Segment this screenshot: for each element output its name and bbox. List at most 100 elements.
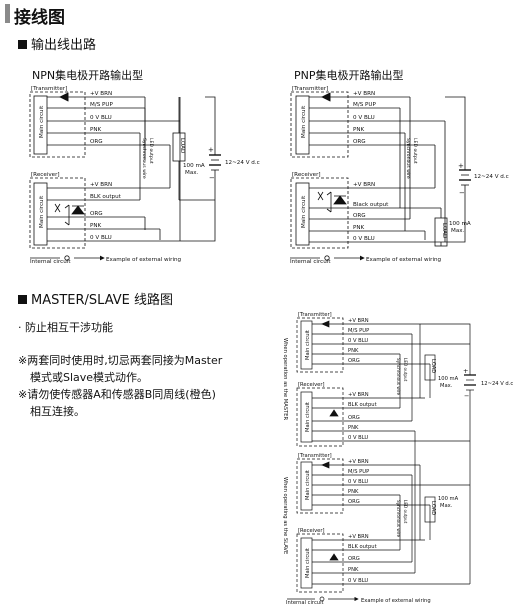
label-pnk: PNK — [348, 348, 359, 354]
label-brn: +V BRN — [348, 318, 369, 324]
label-internal: Internal circuit — [290, 259, 331, 265]
label-blu: 0 V BLU — [90, 235, 112, 241]
label-external: Example of external wiring — [366, 257, 442, 263]
label-main-circuit: Main circuit — [301, 195, 307, 228]
label-led-output: LED output — [403, 358, 408, 382]
label-transmitter: [Transmitter] — [298, 453, 332, 459]
label-org: ORG — [90, 211, 103, 217]
pnp-diagram-title: PNP集电极开路输出型 — [294, 69, 404, 82]
label-brn: +V BRN — [353, 91, 375, 97]
label-blu: 0 V BLU — [348, 435, 368, 441]
transmitter-box — [29, 91, 86, 158]
section-square-icon — [18, 295, 27, 304]
label-brn: +V BRN — [90, 182, 112, 188]
label-ms-pup: M/S PUP — [353, 102, 377, 108]
label-brn: +V BRN — [348, 534, 369, 540]
label-led-output: LED output — [403, 500, 408, 524]
note1-line2: 模式或Slave模式动作。 — [30, 371, 149, 384]
master-slave-wiring-diagram — [287, 317, 476, 602]
label-ms-pup: M/S PUP — [348, 328, 369, 334]
label-org: ORG — [348, 556, 360, 562]
label-load: LOAD — [430, 501, 436, 515]
label-receiver: [Receiver] — [298, 382, 325, 388]
label-plus: + — [463, 367, 468, 375]
label-brn: +V BRN — [353, 182, 375, 188]
label-blu: 0 V BLU — [353, 115, 375, 121]
label-org: ORG — [353, 139, 366, 145]
main-circuit-box — [33, 95, 48, 155]
label-minus: − — [209, 174, 215, 182]
label-load-spec-1: 100 mA — [449, 221, 471, 227]
label-brn: +V BRN — [348, 459, 369, 465]
npn-wiring-diagram — [29, 91, 221, 261]
feature-note: · 防止相互干涉功能 — [18, 321, 113, 334]
label-blu: 0 V BLU — [348, 338, 368, 344]
label-sync-wire: Synchronous wire — [405, 138, 411, 179]
label-receiver: [Receiver] — [31, 172, 60, 178]
output-section-title: 输出线出路 — [31, 38, 97, 53]
label-sync-wire: Synchronous wire — [396, 358, 401, 396]
label-load-spec-1: 100 mA — [183, 163, 205, 169]
main-circuit-box — [33, 182, 48, 246]
label-load-spec-2: Max. — [185, 170, 199, 176]
label-pnk: PNK — [348, 489, 359, 495]
label-minus: − — [459, 189, 465, 197]
label-main-circuit: Main circuit — [39, 195, 45, 228]
label-pnk: PNK — [348, 425, 359, 431]
output-section-heading: 输出线出路 — [18, 34, 96, 53]
note2-line1: ※请勿使传感器A和传感器B同周线(橙色) — [18, 388, 216, 401]
label-pnk: PNK — [353, 225, 365, 231]
label-led-output: LED output — [412, 138, 418, 164]
page-title: 接线图 — [14, 8, 65, 28]
label-pnk: PNK — [90, 223, 102, 229]
label-load-spec-2: Max. — [440, 383, 453, 389]
master-slave-labels: [Transmitter] [Receiver] [Transmitter] [… — [282, 312, 513, 606]
label-ms-pup: M/S PUP — [90, 102, 114, 108]
label-pnk: PNK — [353, 127, 365, 133]
label-external: Example of external wiring — [361, 598, 431, 604]
label-internal: Internal circuit — [30, 259, 71, 265]
label-led-output: LED output — [148, 138, 154, 164]
pnp-wiring-diagram — [290, 91, 471, 261]
label-brn: +V BRN — [348, 392, 369, 398]
label-brn: +V BRN — [90, 91, 112, 97]
label-blk: BLK output — [90, 194, 122, 200]
label-main-circuit: Main circuit — [305, 548, 311, 578]
label-blu: 0 V BLU — [90, 115, 112, 121]
header-accent-bar — [5, 4, 10, 23]
npn-diagram-title: NPN集电极开路输出型 — [32, 69, 144, 82]
side-label-master: When operation as the MASTER — [282, 338, 288, 421]
pnp-labels: [Transmitter] [Receiver] Main circuit Ma… — [290, 86, 509, 265]
label-sync-wire: Synchronous wire — [396, 500, 401, 538]
label-org: ORG — [90, 139, 103, 145]
label-load: LOAD — [179, 138, 185, 153]
label-supply: 12~24 V d.c — [225, 160, 260, 166]
label-load: LOAD — [441, 223, 447, 238]
section-square-icon — [18, 40, 27, 49]
label-blu: 0 V BLU — [353, 236, 375, 242]
label-transmitter: [Transmitter] — [31, 86, 67, 92]
label-blu: 0 V BLU — [348, 578, 368, 584]
label-blu: 0 V BLU — [348, 479, 368, 485]
label-sync-wire: Synchronous wire — [141, 138, 147, 179]
label-ms-pup: M/S PUP — [348, 469, 369, 475]
label-blk: BLK output — [348, 544, 377, 550]
label-black-output: Black output — [353, 202, 389, 208]
label-org: ORG — [348, 415, 360, 421]
label-pnk: PNK — [90, 127, 102, 133]
master-slave-title: MASTER/SLAVE 线路图 — [31, 293, 174, 308]
label-org: ORG — [348, 499, 360, 505]
label-supply: 12~24 V d.c — [474, 174, 509, 180]
npn-labels: [Transmitter] [Receiver] Main circuit Ma… — [30, 86, 260, 265]
label-load: LOAD — [430, 359, 436, 373]
label-plus: + — [208, 146, 214, 154]
label-main-circuit: Main circuit — [305, 330, 311, 360]
label-transmitter: [Transmitter] — [298, 312, 332, 318]
label-load-spec-1: 100 mA — [438, 496, 459, 502]
label-org: ORG — [348, 358, 360, 364]
label-transmitter: [Transmitter] — [292, 86, 328, 92]
label-internal: Internal circuit — [286, 600, 324, 606]
label-blk: BLK output — [348, 402, 377, 408]
label-load-spec-2: Max. — [440, 503, 453, 509]
